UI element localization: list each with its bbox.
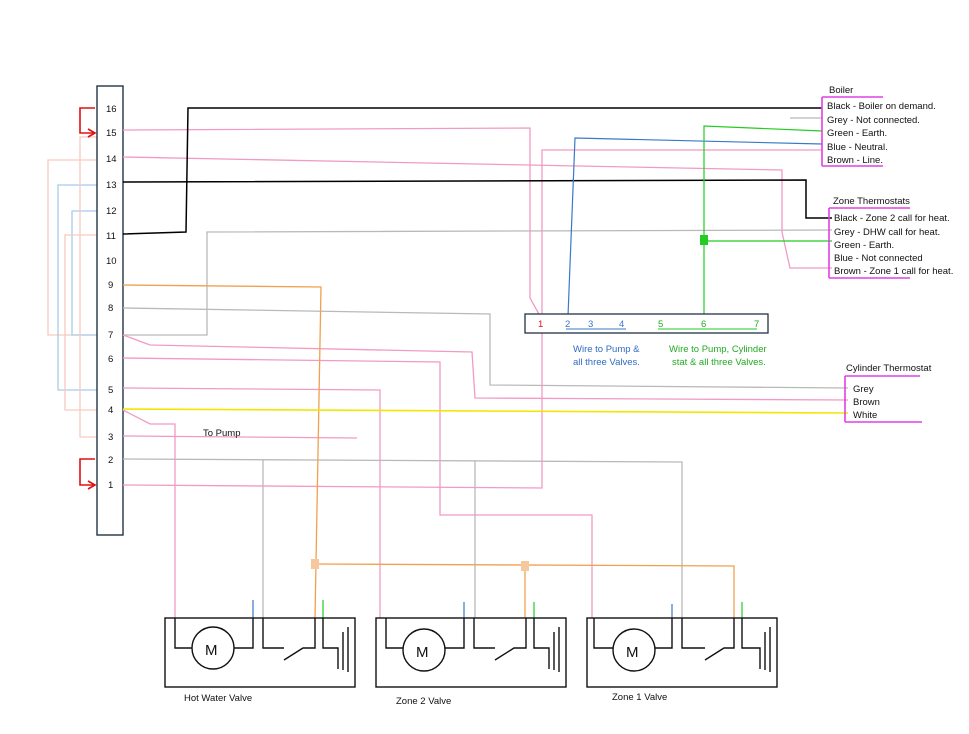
yellow-wire [122,408,849,414]
terminal-number: 1 [108,480,113,491]
terminal-number: 16 [106,104,117,115]
terminal-number: 13 [106,180,117,191]
zone-thermostats-block: Zone Thermostats Black - Zone 2 call for… [828,196,953,279]
cylinder-thermostat-bracket [844,375,922,423]
junction-number-7: 7 [754,319,759,330]
zone-thermostats-entry: Blue - Not connected [834,253,923,264]
junction-number-5: 5 [658,319,663,330]
terminal-number: 5 [108,385,113,396]
black-wires [122,107,832,235]
zone-thermostats-entry: Brown - Zone 1 call for heat. [834,266,953,277]
terminal-strip [96,85,124,536]
motor-label: M [205,642,218,659]
red-link-loops [79,107,97,490]
terminal-number: 9 [108,280,113,291]
terminal-numbers: 16 15 14 13 12 11 10 9 8 7 6 5 4 3 2 1 [106,104,117,491]
junction-number-4: 4 [619,319,624,330]
hot-water-valve: M Hot Water Valve [164,617,356,704]
motor-icon [191,626,235,670]
green-note-line-2: stat & all three Valves. [672,357,766,368]
zone-thermostats-entry: Green - Earth. [834,240,894,251]
zone-thermostats-entry: Grey - DHW call for heat. [834,227,940,238]
earth-icon [548,627,560,672]
earth-icon [337,627,349,672]
orange-junctions [311,559,529,571]
valve-housing [164,617,356,688]
cylinder-thermostat-title: Cylinder Thermostat [846,363,932,374]
motor-icon [612,628,656,672]
motor-icon [402,628,446,672]
boiler-bracket [821,96,883,167]
valve-internal-wiring [385,618,550,661]
boiler-entry: Brown - Line. [827,155,883,166]
cylinder-thermostat-entry: White [853,410,877,421]
valve-label: Zone 2 Valve [396,696,451,707]
terminal-number: 14 [106,154,117,165]
grey-wires [122,117,849,618]
left-link-loops [47,136,97,438]
junction-number-2: 2 [565,319,570,330]
green-wires [322,125,832,618]
terminal-number: 15 [106,128,117,139]
zone-thermostats-entry: Black - Zone 2 call for heat. [834,213,950,224]
terminal-number: 7 [108,330,113,341]
valve-internal-wiring [174,618,339,661]
to-pump-label: To Pump [203,428,241,439]
junction-number-6: 6 [701,319,706,330]
motor-label: M [416,644,429,661]
terminal-number: 2 [108,455,113,466]
zone-1-valve: M Zone 1 Valve [586,617,778,703]
terminal-number: 4 [108,405,113,416]
boiler-entry: Green - Earth. [827,128,887,139]
zone-thermostats-bracket [828,207,910,279]
terminal-number: 10 [106,256,117,267]
blue-note-line-2: all three Valves. [573,357,640,368]
blue-note-line-1: Wire to Pump & [573,344,640,355]
motor-label: M [626,644,639,661]
valve-label: Zone 1 Valve [612,692,667,703]
boiler-entry: Black - Boiler on demand. [827,101,936,112]
junction-number-1: 1 [538,319,543,330]
valve-housing [375,617,567,688]
zone-2-valve: M Zone 2 Valve [375,617,567,707]
orange-wires [122,284,735,619]
terminal-number: 12 [106,206,117,217]
terminal-number: 11 [106,231,116,242]
boiler-block: Boiler Black - Boiler on demand. Grey - … [821,85,936,167]
terminal-number: 6 [108,354,113,365]
cylinder-thermostat-entry: Brown [853,397,880,408]
blue-wires [252,137,823,618]
zone-thermostats-title: Zone Thermostats [833,196,910,207]
cylinder-thermostat-entry: Grey [853,384,874,395]
green-junction [700,235,708,245]
earth-icon [759,627,771,672]
valve-internal-wiring [593,618,761,661]
green-note-line-1: Wire to Pump, Cylinder [669,344,767,355]
valve-label: Hot Water Valve [184,693,252,704]
terminal-number: 8 [108,303,113,314]
terminal-number: 3 [108,432,113,443]
junction-box [524,313,769,334]
cylinder-thermostat-block: Cylinder Thermostat Grey Brown White [844,363,932,423]
boiler-title: Boiler [829,85,853,96]
boiler-entry: Grey - Not connected. [827,115,920,126]
boiler-entry: Blue - Neutral. [827,142,888,153]
junction-number-3: 3 [588,319,593,330]
pink-wires [122,127,849,618]
